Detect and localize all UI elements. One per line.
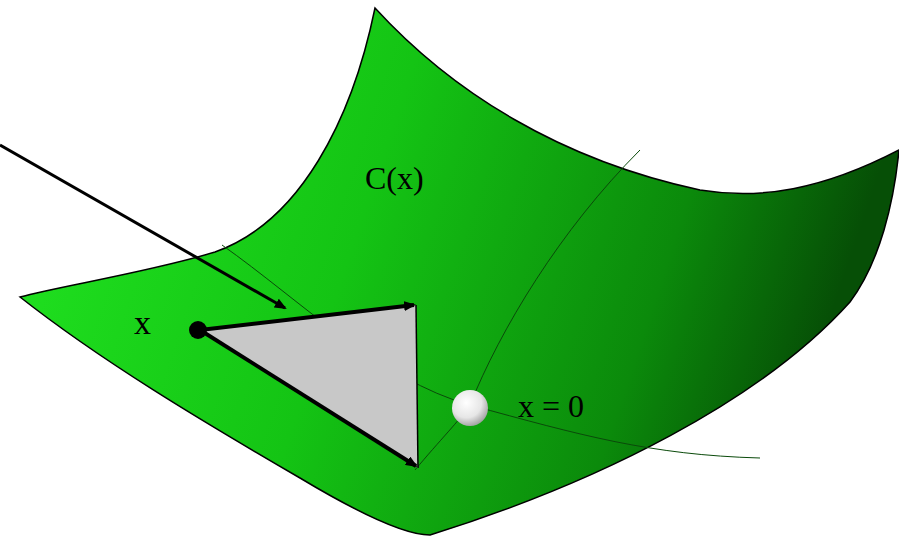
cone bbox=[200, 305, 418, 468]
minimum-label: x = 0 bbox=[518, 390, 584, 422]
cone-edge bbox=[416, 305, 418, 468]
grid-line bbox=[470, 150, 640, 405]
point-label: x bbox=[134, 306, 151, 340]
cone-arrow bbox=[200, 330, 416, 466]
cone-arrow bbox=[200, 305, 414, 330]
surface bbox=[20, 8, 899, 535]
pointer-arrow bbox=[0, 145, 285, 308]
minimum-ball bbox=[452, 390, 488, 426]
surface-label: C(x) bbox=[365, 162, 424, 194]
point-x bbox=[189, 321, 207, 339]
